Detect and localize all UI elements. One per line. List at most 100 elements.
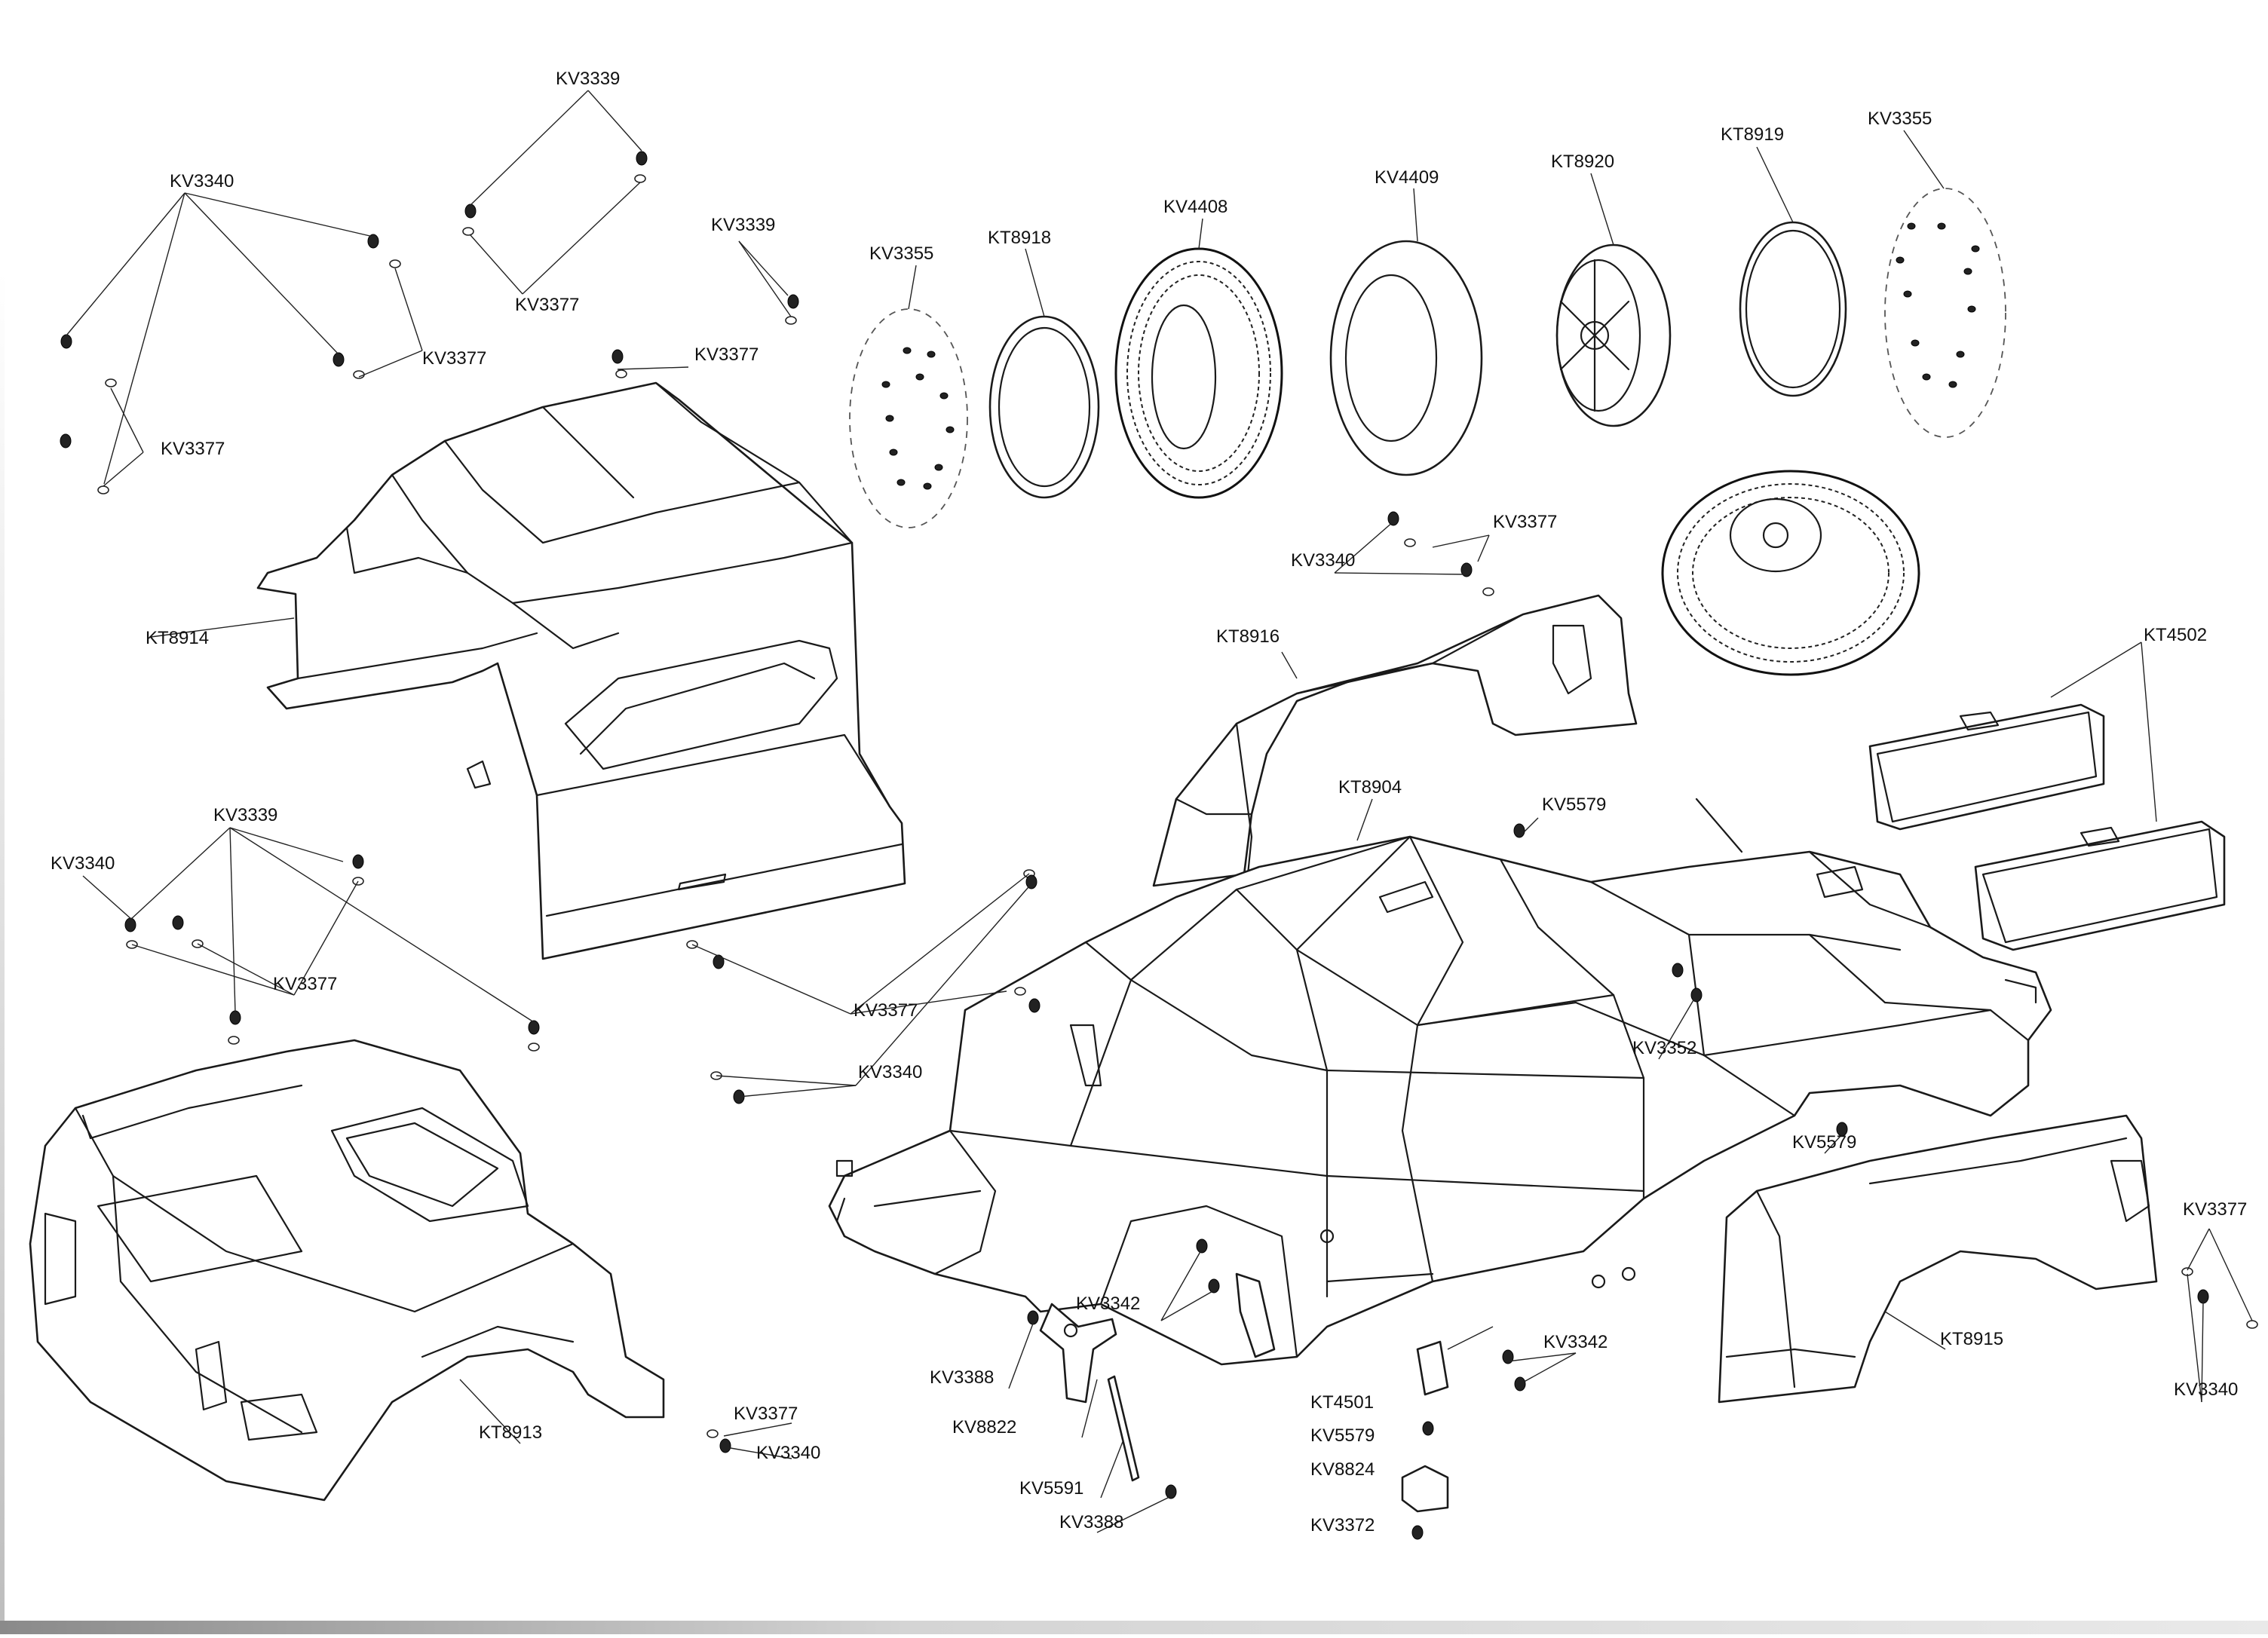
part-label: KV3355 (869, 243, 933, 264)
rim-screw (915, 373, 924, 381)
leader-line (1507, 1352, 1577, 1362)
part-label: KT4502 (2144, 625, 2207, 645)
leader-line (1524, 817, 1539, 832)
screw (60, 334, 72, 349)
part-label: KV8824 (1310, 1459, 1375, 1480)
leader-line (738, 240, 789, 296)
page-edge-shading (0, 271, 5, 1634)
screw (333, 352, 345, 367)
screw (229, 1010, 241, 1025)
leader-line (617, 366, 689, 370)
washer (706, 1429, 719, 1438)
leader-line (103, 452, 144, 487)
battery-cover-part (1868, 703, 2226, 951)
rim-screw (881, 381, 890, 388)
leader-line (1477, 534, 1490, 562)
leader-line (1413, 188, 1418, 242)
rim-screw (923, 482, 932, 490)
beadlock-ring-part (1739, 221, 1847, 397)
leader-line (150, 617, 295, 638)
leader-line (738, 1085, 857, 1098)
screw (172, 915, 184, 930)
part-label: KV3377 (854, 1000, 918, 1021)
rim-screw (946, 426, 955, 433)
leader-line (1824, 1134, 1843, 1154)
leader-line (716, 1075, 857, 1086)
leader-line (184, 192, 339, 355)
part-label: KV5579 (1310, 1425, 1375, 1446)
rim-screw (934, 464, 943, 471)
part-label: KV3340 (756, 1443, 820, 1463)
part-label: KV3377 (734, 1404, 798, 1424)
leader-line (110, 387, 144, 453)
screw (367, 234, 379, 249)
part-label: KV3388 (1059, 1512, 1123, 1532)
washer (1482, 587, 1494, 596)
rim-screw (1956, 351, 1965, 358)
leader-line (1356, 798, 1373, 841)
rim-screw (903, 347, 912, 354)
part-label: KV8822 (952, 1417, 1016, 1437)
screw (1411, 1525, 1424, 1540)
leader-line (470, 234, 523, 295)
screw (1502, 1349, 1514, 1364)
leader-line (1160, 1290, 1215, 1321)
leader-line (2050, 641, 2142, 698)
part-label: KT8913 (479, 1422, 542, 1443)
part-label: KV4408 (1163, 197, 1227, 217)
screw (1672, 963, 1684, 978)
part-label: KV3377 (161, 439, 225, 459)
leader-line (855, 881, 1034, 1086)
rim-screw (1937, 222, 1946, 230)
leader-line (66, 192, 185, 336)
leader-line (1519, 1352, 1577, 1385)
leader-line (197, 943, 295, 996)
leader-line (1160, 1248, 1203, 1321)
leader-line (1081, 1379, 1098, 1438)
part-label: KV5591 (1019, 1478, 1083, 1499)
leader-line (850, 873, 1030, 1015)
leader-line (1334, 572, 1467, 575)
washer (1014, 987, 1026, 996)
washer (462, 227, 474, 236)
part-label: KV3342 (1543, 1332, 1608, 1352)
part-label: KV4409 (1375, 167, 1439, 188)
leader-line (2208, 1228, 2253, 1321)
leader-line (293, 880, 359, 996)
part-label: KV3377 (515, 295, 579, 315)
screw (1387, 511, 1399, 526)
leader-line (229, 827, 344, 862)
part-label: KV5579 (1792, 1132, 1856, 1153)
leader-line (229, 827, 236, 1013)
screw (60, 433, 72, 449)
rim-screw (889, 449, 898, 456)
screw (124, 917, 136, 932)
part-label: KV3355 (1868, 109, 1932, 129)
leader-line (1096, 1496, 1172, 1533)
washer (1404, 538, 1416, 547)
part-label: KT8918 (988, 228, 1051, 248)
part-label: KV3340 (858, 1062, 922, 1082)
screw (1836, 1122, 1848, 1137)
part-label: KT4501 (1310, 1392, 1374, 1413)
part-label: KV3339 (711, 215, 775, 235)
rim-screw (927, 351, 936, 358)
hood-body-part (29, 1039, 665, 1502)
part-label: KV5579 (1542, 795, 1606, 815)
washer (97, 485, 109, 494)
screw (464, 204, 477, 219)
leader-line (358, 350, 423, 378)
washer (353, 370, 365, 379)
leader-line (723, 1422, 792, 1437)
rear-fender-part (1718, 1114, 2158, 1404)
leader-line (130, 827, 231, 920)
leader-line (470, 90, 589, 206)
leader-line (1025, 248, 1045, 317)
chassis-cage-part (828, 798, 2052, 1366)
rim-screw (896, 479, 906, 486)
screw (1027, 1310, 1039, 1325)
rim-part (1555, 243, 1672, 427)
leader-line (184, 192, 374, 237)
